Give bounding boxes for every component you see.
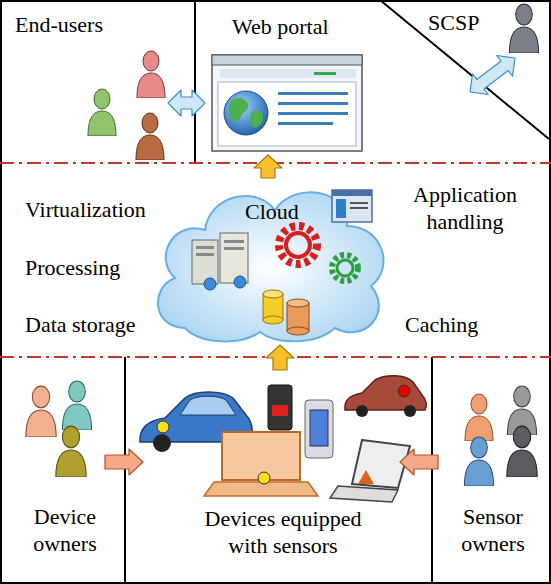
server-slot	[196, 253, 214, 256]
person-icon	[137, 51, 165, 98]
sensor-dot	[157, 421, 169, 433]
text-line	[278, 122, 333, 125]
person-icon	[509, 4, 538, 53]
function-label: Processing	[25, 254, 145, 281]
node-label: Sensor owners	[438, 503, 548, 557]
phone-icon	[268, 385, 292, 430]
browser-window	[212, 55, 362, 151]
divider-line	[124, 357, 126, 584]
block-arrow	[105, 449, 143, 475]
browser-bar	[212, 55, 362, 65]
server-slot	[224, 247, 244, 250]
person-icon	[507, 426, 537, 477]
sensor-triangle	[358, 470, 374, 484]
gear-icon	[279, 226, 317, 264]
server-slot	[224, 240, 244, 243]
app-window-panel	[336, 199, 346, 218]
browser-toolbar	[220, 69, 356, 78]
globe-land	[229, 98, 249, 122]
database-icon	[263, 290, 283, 298]
function-label: Data storage	[25, 311, 155, 338]
owner-group: Device owners	[5, 368, 105, 580]
car-window	[180, 396, 236, 415]
database-icon	[263, 316, 283, 324]
server-icon	[220, 233, 248, 283]
person-icon	[26, 386, 56, 437]
node-label: Devices equipped with sensors	[193, 505, 373, 559]
divider-line	[431, 357, 433, 584]
function-label: Virtualization	[25, 196, 150, 223]
block-arrow	[400, 449, 438, 475]
gear-icon	[286, 233, 310, 257]
laptop-base	[204, 482, 318, 496]
car-icon	[345, 376, 426, 410]
person-icon	[62, 381, 91, 430]
app-window-line	[350, 202, 368, 204]
network-globe	[234, 276, 246, 288]
text-line	[278, 102, 348, 105]
phone-screen	[272, 405, 288, 416]
node-label: End-users	[15, 11, 155, 38]
node-label: Cloud	[245, 198, 325, 225]
text-line	[278, 112, 348, 115]
sensor-dot	[398, 385, 410, 397]
person-icon	[464, 437, 493, 486]
car-wheel	[153, 434, 171, 452]
person-icon	[136, 113, 164, 160]
person-icon	[56, 426, 86, 477]
node-label: Device owners	[10, 503, 120, 557]
block-arrow	[168, 90, 205, 116]
function-label: Caching	[405, 311, 515, 338]
phone-icon	[305, 400, 333, 458]
database-icon	[287, 299, 309, 307]
gear-icon	[337, 260, 353, 276]
database-icon	[287, 327, 309, 335]
car-wheel	[356, 405, 368, 417]
gear-icon	[332, 255, 358, 281]
app-window-line	[350, 207, 368, 209]
car-wheel	[404, 405, 416, 417]
divider-line	[194, 0, 196, 163]
node-label: SCSP	[428, 9, 498, 36]
phone-screen	[310, 410, 328, 446]
person-icon	[88, 89, 116, 136]
app-window-bar	[332, 190, 372, 196]
text-line	[278, 92, 348, 95]
network-globe	[204, 278, 216, 290]
function-label: Application handling	[390, 181, 540, 235]
globe-land	[250, 110, 263, 127]
person-icon	[465, 394, 493, 441]
server-icon	[192, 240, 218, 284]
browser-content	[218, 82, 356, 146]
block-arrow	[254, 155, 282, 178]
block-arrow	[266, 345, 294, 370]
globe-icon	[224, 91, 268, 135]
browser-mark	[314, 72, 336, 75]
laptop-base	[330, 486, 398, 502]
server-slot	[196, 246, 214, 249]
block-arrow	[470, 56, 515, 95]
node-label: Web portal	[232, 13, 382, 40]
divider-line	[380, 0, 549, 139]
sensor-dot	[258, 472, 270, 484]
app-window-icon	[332, 190, 372, 222]
